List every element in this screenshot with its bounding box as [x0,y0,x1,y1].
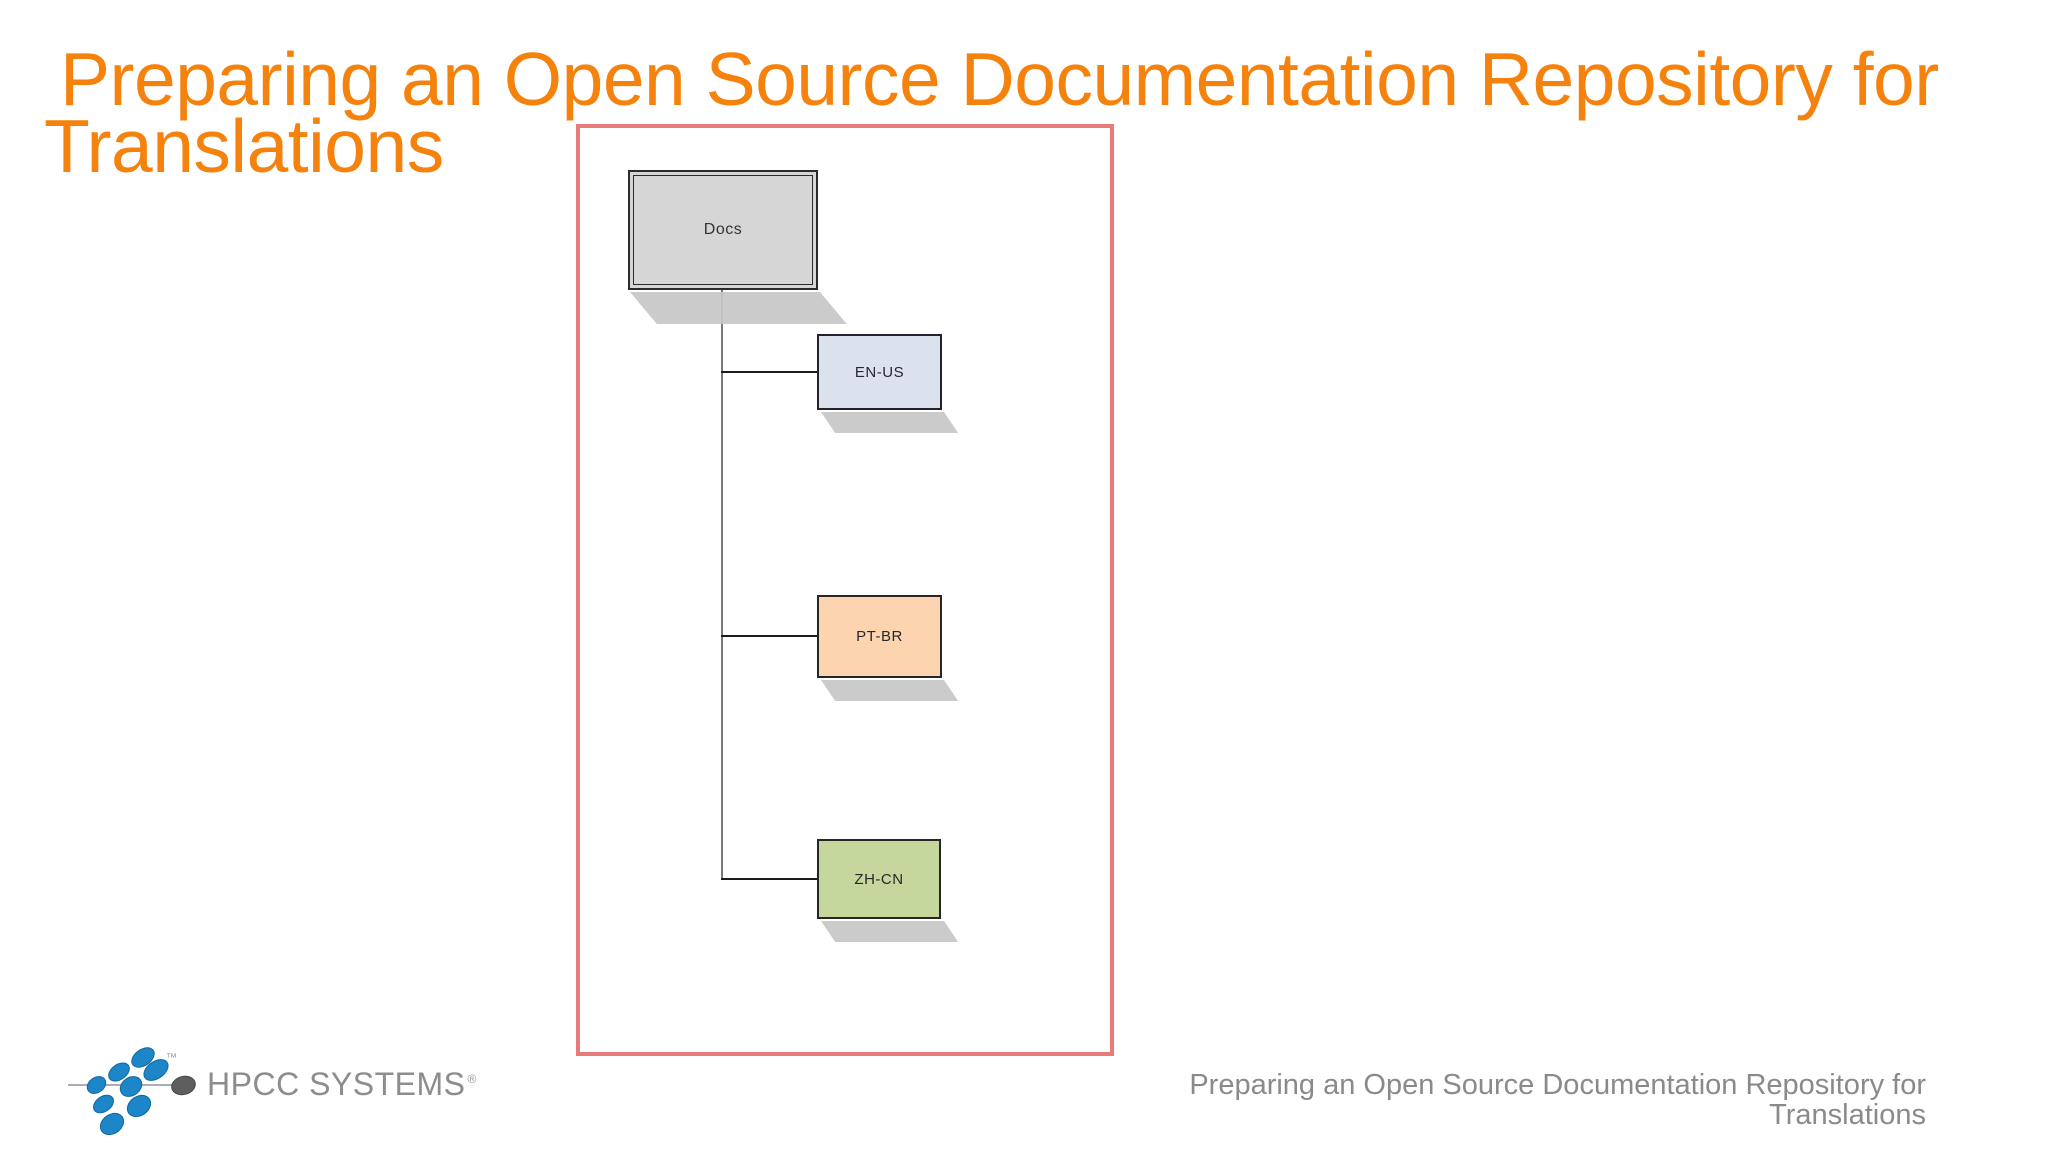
node-label-docs: Docs [703,221,743,238]
logo-trademark-symbol: ™ [166,1052,177,1064]
footer-line-1: Preparing an Open Source Documentation R… [1189,1069,1926,1101]
slide-footer: Preparing an Open Source Documentation R… [1189,1070,1926,1130]
branch-line-pt-br [721,635,818,637]
logo-registered-symbol: ® [467,1072,477,1087]
branch-line-en-us [721,371,818,373]
node-shadow-zh-cn [821,921,959,942]
page-title-line-2: Translations [44,104,444,188]
page-title-line-1: Preparing an Open Source Documentation R… [60,37,1939,121]
logo-wordmark: HPCC SYSTEMS® [207,1066,477,1103]
node-label-en-us: EN-US [854,363,905,381]
node-shadow-en-us [821,412,959,433]
tree-node-docs: Docs [628,170,818,290]
tree-node-pt-br: PT-BR [817,595,942,678]
tree-trunk-line [721,290,723,880]
tree-node-zh-cn: ZH-CN [817,839,941,919]
diagram-frame [576,124,1114,1056]
footer-line-2: Translations [1769,1099,1926,1131]
node-shadow-docs [630,292,847,324]
node-shadow-pt-br [821,680,959,701]
logo-wordmark-text: HPCC SYSTEMS [207,1066,466,1102]
node-label-zh-cn: ZH-CN [854,870,904,888]
logo-hub-icon [168,1073,199,1098]
branch-line-zh-cn [721,878,818,880]
node-label-pt-br: PT-BR [856,628,903,645]
tree-node-en-us: EN-US [817,334,942,410]
page-title: Preparing an Open Source Documentation R… [44,37,1939,188]
